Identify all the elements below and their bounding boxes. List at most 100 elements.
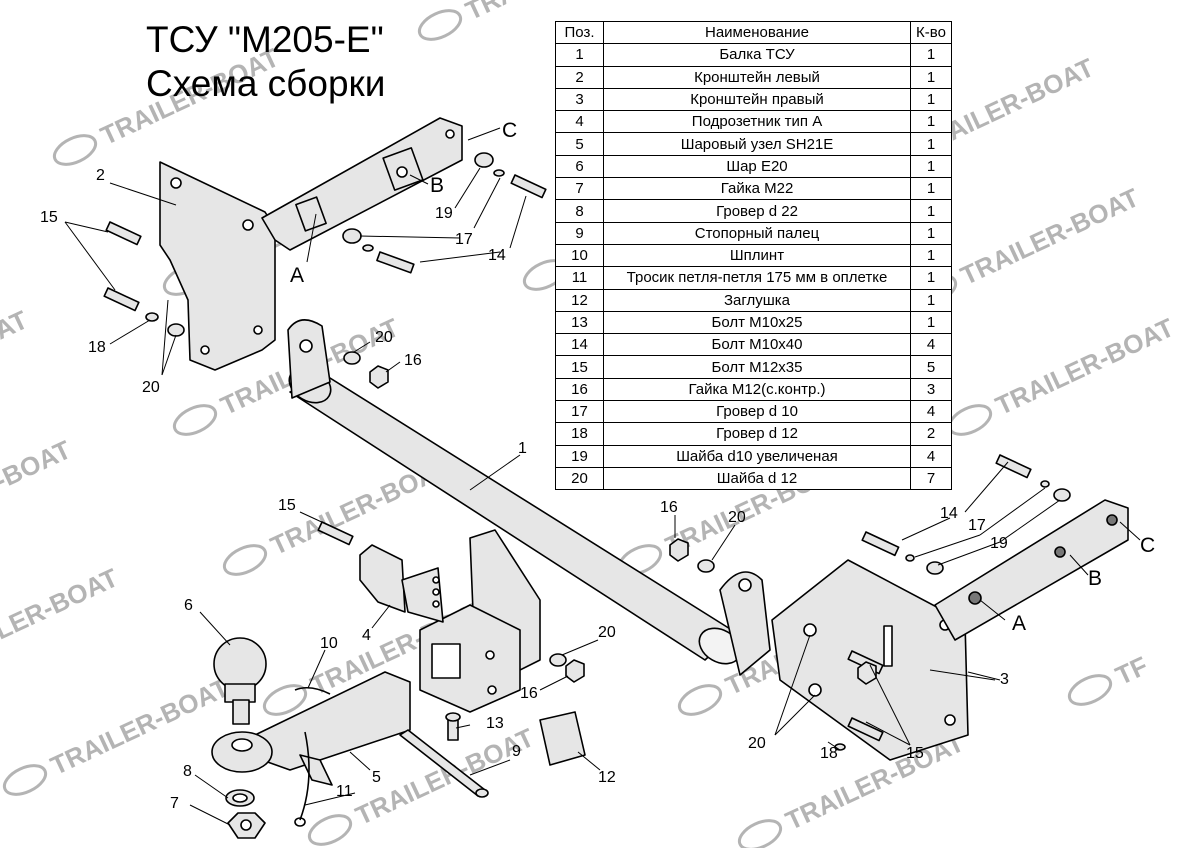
- cell-name: Гровер d 12: [603, 422, 911, 446]
- cell-name: Подрозетник тип А: [603, 110, 911, 134]
- header-name: Наименование: [603, 20, 911, 45]
- callout-A-right: A: [1012, 612, 1026, 635]
- watermark-logo: TRAILER-BOAT: [2, 672, 234, 796]
- header-qty: К-во: [910, 20, 952, 45]
- cell-name: Заглушка: [603, 288, 911, 312]
- parts-table-header: Поз. Наименование К-во: [555, 20, 952, 45]
- cell-qty: 1: [910, 221, 952, 245]
- cell-pos: 8: [555, 199, 604, 223]
- callout-15-right: 15: [906, 745, 924, 762]
- cell-pos: 10: [555, 243, 604, 268]
- cell-qty: 4: [910, 400, 952, 424]
- part-8-lock-washer: [225, 789, 255, 807]
- part-5-ball-mount: [211, 671, 411, 786]
- cell-name: Кронштейн левый: [603, 65, 911, 89]
- cell-pos: 2: [555, 65, 604, 89]
- callout-16-top: 16: [404, 352, 422, 369]
- callout-A-left: A: [290, 264, 304, 287]
- cell-qty: 1: [910, 243, 952, 268]
- cell-qty: 1: [910, 288, 952, 312]
- cell-qty: 1: [910, 266, 952, 290]
- cell-pos: 6: [555, 154, 604, 179]
- callout-14-right: 14: [940, 505, 958, 522]
- cell-pos: 7: [555, 177, 604, 201]
- part-6-ball: [213, 637, 267, 725]
- callout-5: 5: [372, 769, 381, 786]
- callout-11: 11: [336, 783, 353, 800]
- cell-name: Шайба d 12: [603, 466, 911, 491]
- callout-8: 8: [183, 763, 192, 780]
- cell-name: Тросик петля-петля 175 мм в оплетке: [603, 266, 911, 290]
- cell-qty: 1: [910, 110, 952, 134]
- cell-name: Гровер d 10: [603, 400, 911, 424]
- callout-19-left: 19: [435, 205, 453, 222]
- callout-C-left: C: [502, 119, 517, 142]
- cell-pos: 5: [555, 132, 604, 156]
- callout-10: 10: [320, 635, 338, 652]
- callout-B-right: B: [1088, 567, 1102, 590]
- cell-name: Гровер d 22: [603, 199, 911, 223]
- callout-13: 13: [486, 715, 504, 732]
- callout-1: 1: [518, 440, 527, 457]
- part-3-right-bracket: [771, 499, 1129, 761]
- cell-pos: 15: [555, 355, 604, 379]
- callout-18-left: 18: [88, 339, 106, 356]
- cell-name: Гайка M22: [603, 177, 911, 201]
- watermark-text: TF: [1111, 650, 1152, 691]
- watermark-fragment: LER-BOAT: [0, 562, 123, 645]
- callout-6: 6: [184, 597, 193, 614]
- cell-name: Балка ТСУ: [603, 43, 911, 67]
- cell-qty: 2: [910, 422, 952, 446]
- cell-name: Болт M10x25: [603, 310, 911, 335]
- cell-name: Шплинт: [603, 243, 911, 268]
- watermark-logo: TRAILER-BOAT: [52, 42, 284, 166]
- cell-qty: 4: [910, 444, 952, 468]
- cell-qty: 1: [910, 199, 952, 223]
- cell-name: Шар E20: [603, 154, 911, 179]
- cell-qty: 1: [910, 65, 952, 89]
- callout-9: 9: [512, 743, 521, 760]
- callout-7: 7: [170, 795, 179, 812]
- callout-20-mid: 20: [728, 509, 746, 526]
- diagram-subtitle: Схема сборки: [146, 63, 386, 104]
- cell-pos: 18: [555, 422, 604, 446]
- diagram-title: ТСУ "M205-E": [146, 19, 384, 60]
- callout-B-left: B: [430, 174, 444, 197]
- callout-C-right: C: [1140, 534, 1155, 557]
- cell-pos: 1: [555, 43, 604, 67]
- callout-12: 12: [598, 769, 616, 786]
- cell-name: Болт M10x40: [603, 333, 911, 357]
- part-4-socket-plate: [359, 544, 444, 623]
- callout-2: 2: [96, 167, 105, 184]
- callout-14-left: 14: [488, 247, 506, 264]
- cell-name: Шайба d10 увеличеная: [603, 444, 911, 468]
- part-11-cable: [294, 731, 310, 827]
- part-9-locking-pin: [399, 729, 489, 798]
- cell-pos: 17: [555, 400, 604, 424]
- part-13-bolt: [445, 712, 461, 741]
- watermark-logo: TRAILER-BOAT: [947, 312, 1179, 436]
- callout-18-right: 18: [820, 745, 838, 762]
- callout-3: 3: [1000, 671, 1009, 688]
- cell-pos: 20: [555, 466, 604, 491]
- cell-pos: 16: [555, 377, 604, 402]
- header-pos: Поз.: [555, 20, 604, 45]
- callout-4: 4: [362, 627, 371, 644]
- watermark-text: TRAILER-BOAT: [46, 672, 234, 781]
- callout-16-low: 16: [520, 685, 538, 702]
- callout-16-mid: 16: [660, 499, 678, 516]
